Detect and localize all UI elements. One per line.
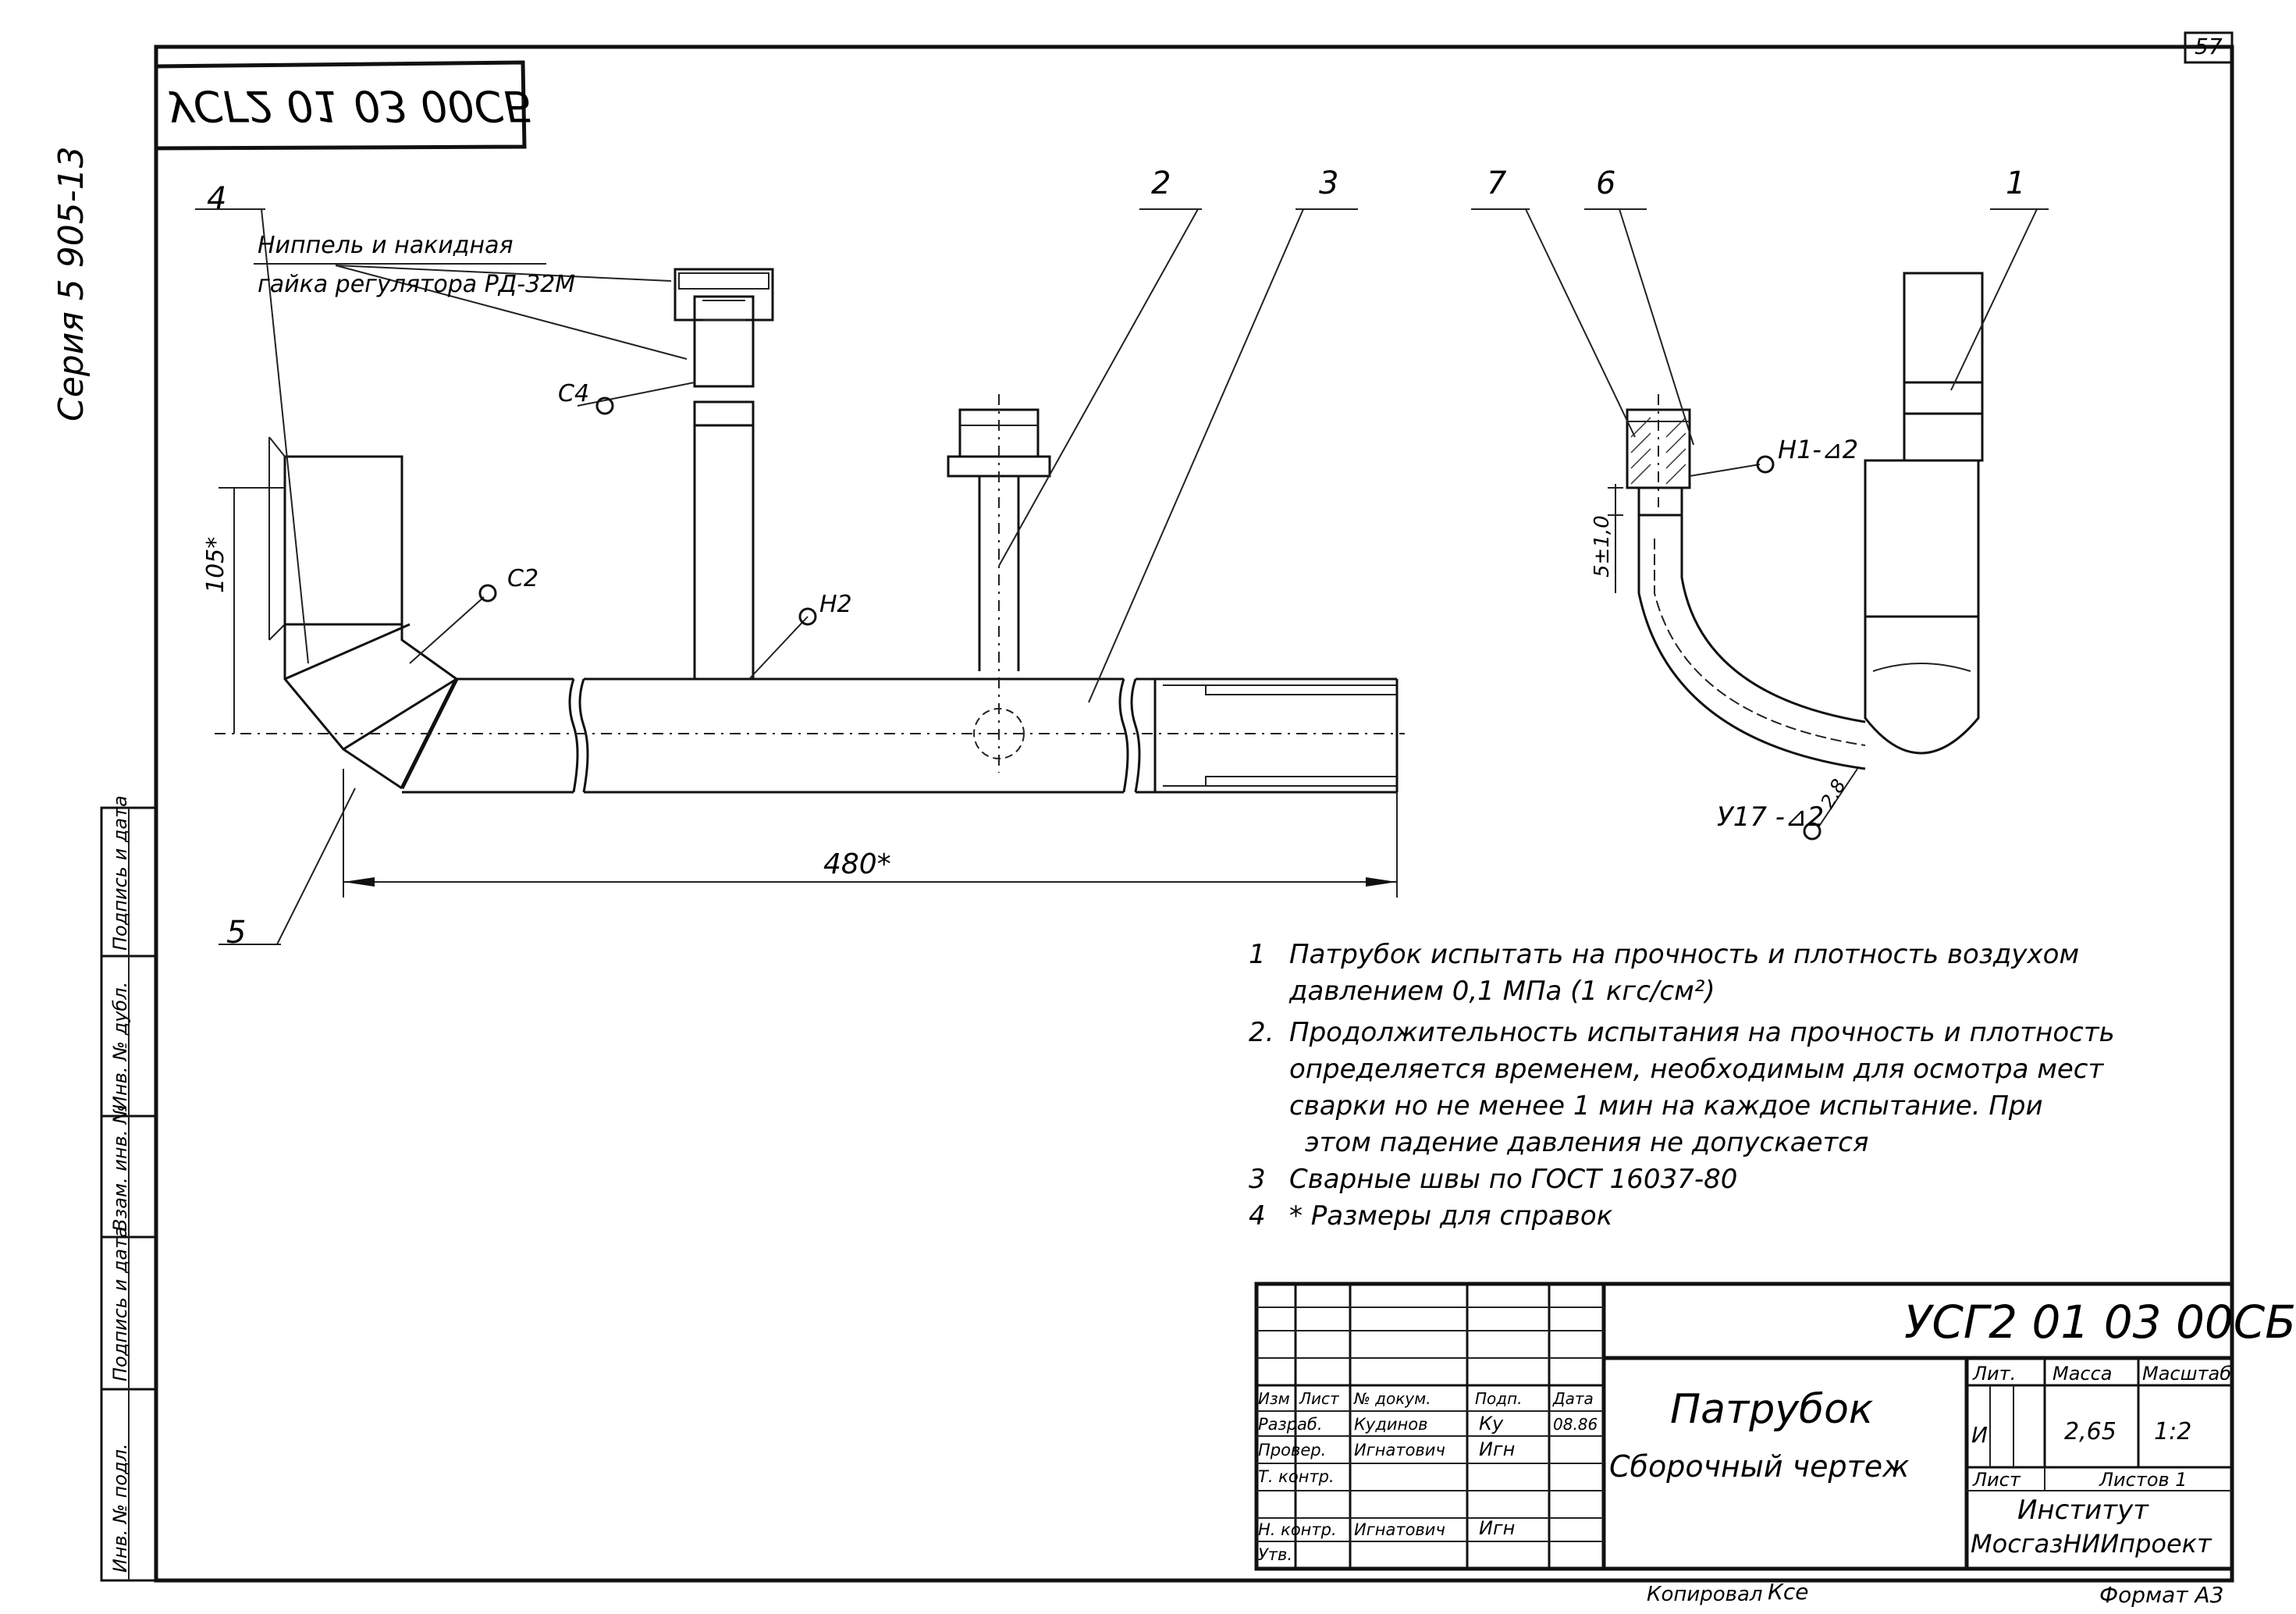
- row-role-1: Провер.: [1258, 1441, 1327, 1459]
- sheets-label: Листов 1: [2099, 1469, 2188, 1491]
- row-sign-0: Ку: [1479, 1413, 1504, 1434]
- lit-value: И: [1971, 1422, 1988, 1448]
- title-block-title: Патрубок: [1670, 1386, 1874, 1433]
- row-date-0: 08.86: [1553, 1415, 1598, 1434]
- row-role-2: Т. контр.: [1258, 1467, 1335, 1486]
- page-number: 57: [2195, 34, 2223, 59]
- callout-1: 1: [2006, 165, 2026, 201]
- note-4: 4 * Размеры для справок: [1249, 1200, 1613, 1232]
- weld-u17: У17 -⊿2: [1717, 802, 1825, 833]
- callout-3: 3: [1319, 165, 1339, 201]
- nipple-note-line2: гайка регулятора РД-32М: [258, 271, 576, 298]
- callout-6: 6: [1596, 165, 1616, 201]
- callout-5: 5: [226, 915, 247, 951]
- dim-105: 105*: [202, 536, 229, 593]
- side-stamp-2: Взам. инв. №: [109, 1104, 131, 1232]
- head-izm: Изм: [1258, 1389, 1290, 1408]
- side-stamp-0: Инв. № подл.: [109, 1443, 131, 1573]
- format-label: Формат А3: [2099, 1582, 2224, 1608]
- row-name-3: Игнатович: [1354, 1520, 1445, 1539]
- scale-label: Масштаб: [2142, 1363, 2232, 1385]
- right-view: [1526, 209, 2037, 839]
- row-name-1: Игнатович: [1354, 1441, 1445, 1459]
- dim-5: 5±1,0: [1590, 515, 1614, 578]
- row-role-0: Разраб.: [1258, 1415, 1323, 1434]
- callout-2: 2: [1151, 165, 1171, 201]
- weld-h1: Н1-⊿2: [1778, 435, 1859, 464]
- lit-label: Лит.: [1973, 1363, 2017, 1385]
- head-list: Лист: [1299, 1389, 1339, 1408]
- page-number-box: [2185, 33, 2232, 62]
- row-sign-1: Игн: [1479, 1438, 1516, 1460]
- copied-sign: Ксе: [1768, 1579, 1809, 1605]
- head-date: Дата: [1553, 1389, 1594, 1408]
- row-role-4: Утв.: [1258, 1545, 1293, 1564]
- callout-7: 7: [1487, 165, 1507, 201]
- weld-n2: Н2: [819, 591, 852, 618]
- row-name-0: Кудинов: [1354, 1415, 1428, 1434]
- hatch: [1631, 418, 1686, 484]
- mass-label: Масса: [2053, 1363, 2113, 1385]
- org-line1: Институт: [2017, 1495, 2149, 1526]
- nipple-note-line1: Ниппель и накидная: [258, 232, 514, 259]
- org-line2: МосгазНИИпроект: [1971, 1529, 2212, 1559]
- note-3: 3 Сварные швы по ГОСТ 16037-80: [1249, 1164, 1738, 1195]
- weld-c2: С2: [507, 565, 539, 592]
- side-stamp-4: Подпись и дата: [109, 795, 131, 951]
- notes-block: 1 Патрубок испытать на прочность и плотн…: [1249, 937, 2232, 1235]
- note-2: 2. Продолжительность испытания на прочно…: [1249, 1017, 2115, 1158]
- side-stamp-3: Инв. № дубл.: [109, 981, 131, 1110]
- title-block-subtitle: Сборочный чертеж: [1609, 1449, 1910, 1484]
- left-view: [215, 209, 1405, 944]
- row-sign-3: Игн: [1479, 1517, 1516, 1539]
- row-role-3: Н. контр.: [1258, 1520, 1337, 1539]
- code-box: [156, 62, 524, 148]
- sheet-label: Лист: [1973, 1469, 2021, 1491]
- dim-480: 480*: [823, 848, 891, 880]
- weld-c4: С4: [558, 380, 590, 407]
- scale-value: 1:2: [2154, 1418, 2192, 1445]
- copied-label: Копировал: [1647, 1583, 1763, 1606]
- side-stamp-1: Подпись и дата: [109, 1226, 131, 1381]
- mass-value: 2,65: [2064, 1418, 2117, 1445]
- head-sign: Подп.: [1475, 1389, 1523, 1408]
- head-doc: № докум.: [1354, 1389, 1431, 1408]
- title-block-frame: [1256, 1284, 2232, 1569]
- note-1: 1 Патрубок испытать на прочность и плотн…: [1249, 939, 2080, 1007]
- title-block-code: УСГ2 01 03 00СБ: [1904, 1296, 2296, 1349]
